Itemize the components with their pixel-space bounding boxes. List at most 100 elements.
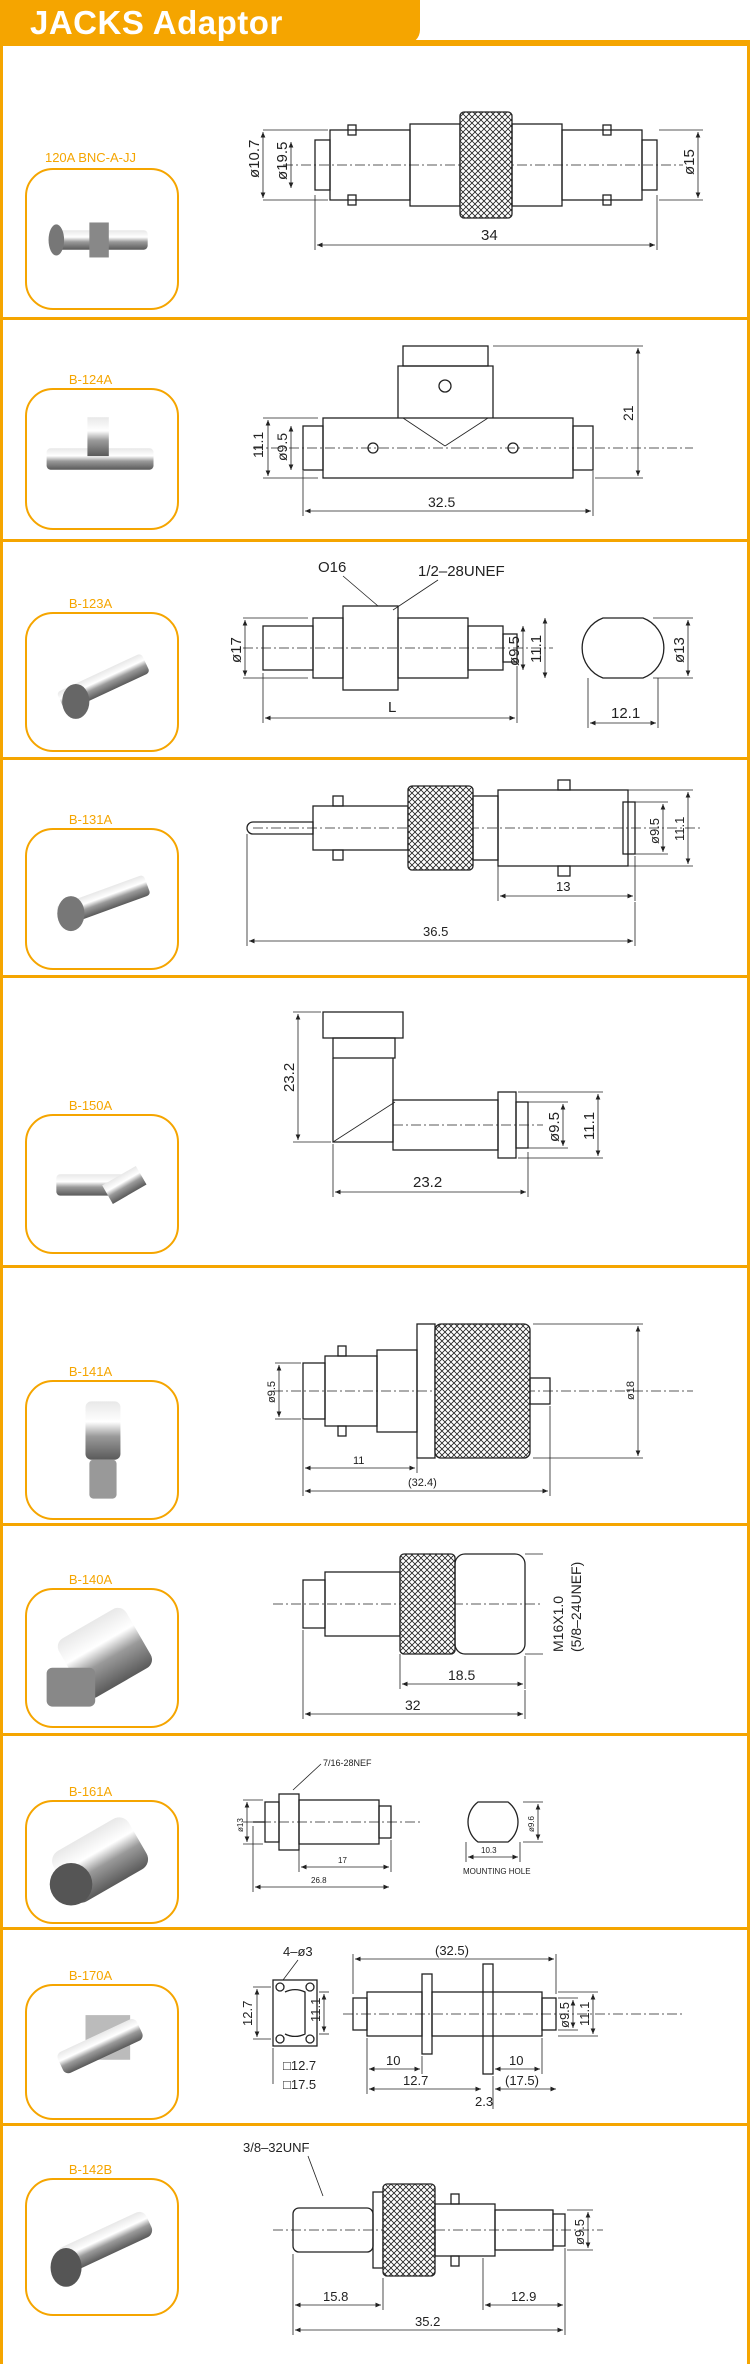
dim-label: 35.2 (415, 2314, 440, 2329)
product-label: B-161A (68, 1784, 113, 1799)
dim-label: 3/8–32UNF (243, 2140, 310, 2155)
product-photo (25, 1984, 179, 2120)
product-b124a: B-124A 11.1 ø9.5 21 32.5 (3, 320, 747, 542)
dim-label: 7/16-28NEF (323, 1758, 372, 1768)
dim-label: 34 (481, 227, 498, 244)
dim-label: (17.5) (505, 2073, 539, 2088)
dim-label: 11.1 (308, 1998, 323, 2022)
dimension-drawing: 4–ø3 12.7 11.1 □12.7 □17.5 (32.5) (223, 1934, 733, 2124)
dim-label: 11.1 (250, 432, 266, 458)
product-label: B-150A (68, 1098, 113, 1113)
product-label: B-140A (68, 1572, 113, 1587)
product-b142b: B-142B 3/8–32UNF ø9.5 15.8 12.9 35.2 (3, 2126, 747, 2361)
product-photo (25, 612, 179, 752)
header-tab (0, 0, 420, 44)
dim-label: 36.5 (423, 924, 448, 939)
dim-label: 12.7 (240, 2001, 255, 2026)
dim-label: 26.8 (311, 1876, 327, 1885)
dim-label: 18.5 (448, 1667, 475, 1683)
dim-label: (32.4) (408, 1477, 437, 1489)
frame-border-left (0, 44, 3, 2364)
dim-label: (5/8–24UNEF) (568, 1562, 584, 1652)
product-photo (25, 1380, 179, 1520)
dim-label: 11 (353, 1455, 364, 1467)
dim-label: ø9.5 (546, 1112, 563, 1142)
dim-label: ø9.5 (557, 2002, 572, 2028)
product-b140a: B-140A M16X1.0 (5/8–24UNEF) 18.5 32 (3, 1526, 747, 1736)
dim-label: 11.1 (672, 817, 687, 841)
product-label: B-141A (68, 1364, 113, 1379)
dimension-drawing: ø10.7 ø19.5 ø15 34 (223, 60, 733, 305)
header-rule (0, 40, 750, 46)
dim-label: 12.9 (511, 2289, 536, 2304)
dimension-drawing: 7/16-28NEF ø13 17 26.8 ø9.6 10.3 MOUNT (223, 1742, 733, 1926)
dim-label: 15.8 (323, 2289, 348, 2304)
product-b131a: B-131A ø9.5 11.1 13 36.5 (3, 760, 747, 978)
dimension-drawing: ø9.5 11.1 13 36.5 (223, 766, 733, 974)
dim-label: ø9.6 (527, 1815, 536, 1832)
dim-label: ø9.5 (274, 433, 290, 461)
mounting-hole-label: MOUNTING HOLE (463, 1867, 531, 1876)
dim-label: M16X1.0 (550, 1596, 566, 1652)
product-b141a: B-141A ø9.5 ø18 11 (32.4) (3, 1268, 747, 1526)
product-b123a: B-123A O16 1/2–28UNEF ø17 ø9.5 11.1 L (3, 542, 747, 760)
dim-label: ø18 (625, 1381, 637, 1400)
frame-border-right (747, 44, 750, 2364)
product-label: 120A BNC-A-JJ (44, 150, 137, 165)
product-label: B-124A (68, 372, 113, 387)
dim-label: O16 (318, 559, 346, 576)
dim-label: 23.2 (281, 1063, 298, 1092)
product-photo (25, 1800, 179, 1924)
dimension-drawing: M16X1.0 (5/8–24UNEF) 18.5 32 (223, 1534, 733, 1730)
product-photo (25, 828, 179, 970)
dim-label: 11.1 (581, 1112, 598, 1140)
dimension-drawing: O16 1/2–28UNEF ø17 ø9.5 11.1 L ø13 (223, 548, 733, 754)
dim-label: 32 (405, 1697, 421, 1713)
dim-label: ø10.7 (246, 140, 263, 178)
dim-label: 12.1 (611, 705, 640, 722)
page-title: JACKS Adaptor (30, 4, 283, 41)
dim-label: 11.1 (528, 635, 545, 663)
dim-label: ø9.5 (506, 636, 523, 666)
dimension-drawing: 23.2 ø9.5 11.1 23.2 (223, 992, 733, 1262)
dim-label: ø19.5 (274, 142, 291, 180)
product-photo (25, 388, 179, 530)
dim-label: L (388, 699, 396, 716)
dim-label: □17.5 (283, 2077, 316, 2092)
dim-label: □12.7 (283, 2058, 316, 2073)
product-b161a: B-161A 7/16-28NEF ø13 17 26.8 ø9.6 (3, 1736, 747, 1930)
dim-label: ø9.5 (647, 818, 662, 844)
dim-label: ø13 (671, 637, 688, 663)
dimension-drawing: 3/8–32UNF ø9.5 15.8 12.9 35.2 (223, 2130, 733, 2356)
dim-label: ø9.5 (266, 1381, 278, 1403)
product-label: B-170A (68, 1968, 113, 1983)
dim-label: ø15 (681, 149, 698, 175)
dim-label: 13 (556, 879, 570, 894)
product-label: B-123A (68, 596, 113, 611)
dim-label: 21 (620, 405, 636, 421)
dim-label: ø13 (236, 1818, 245, 1832)
dim-label: 4–ø3 (283, 1944, 313, 1959)
product-photo (25, 2178, 179, 2316)
dim-label: (32.5) (435, 1943, 469, 1958)
dim-label: 32.5 (428, 494, 455, 510)
product-label: B-142B (68, 2162, 113, 2177)
dim-label: 17 (338, 1856, 347, 1865)
dim-label: 12.7 (403, 2073, 428, 2088)
product-photo (25, 168, 179, 310)
dim-label: 11.1 (577, 2002, 592, 2026)
dim-label: 10.3 (481, 1846, 497, 1855)
product-b150a: B-150A 23.2 ø9.5 11.1 23.2 (3, 978, 747, 1268)
product-120a: 120A BNC-A-JJ ø10.7 ø19.5 ø15 34 (3, 48, 747, 320)
product-photo (25, 1588, 179, 1728)
dim-label: ø17 (228, 637, 245, 663)
dimension-drawing: ø9.5 ø18 11 (32.4) (223, 1278, 733, 1518)
product-label: B-131A (68, 812, 113, 827)
dim-label: 10 (509, 2053, 523, 2068)
dim-label: 10 (386, 2053, 400, 2068)
dimension-drawing: 11.1 ø9.5 21 32.5 (223, 326, 733, 536)
dim-label: 1/2–28UNEF (418, 563, 505, 580)
product-b170a: B-170A 4–ø3 12.7 11.1 □12.7 □17.5 (3, 1930, 747, 2126)
dim-label: ø9.5 (572, 2219, 587, 2245)
dim-label: 2.3 (475, 2094, 493, 2109)
